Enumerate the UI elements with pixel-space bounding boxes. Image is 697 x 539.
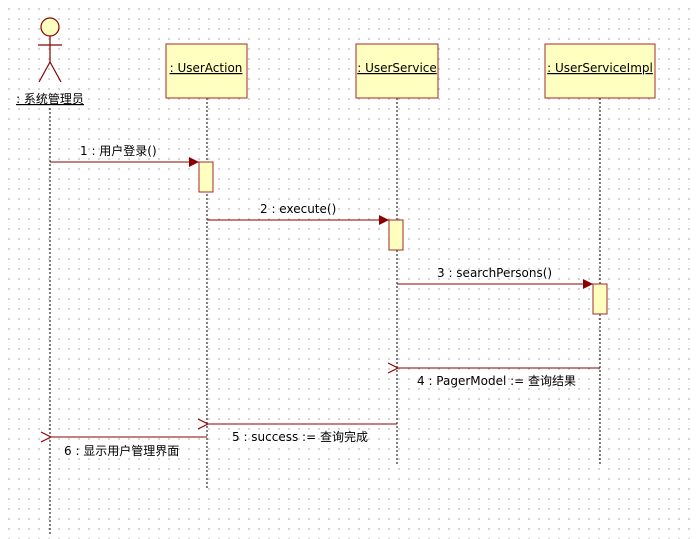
lifeline-box-useraction[interactable]: : UserAction bbox=[165, 43, 248, 99]
message-1[interactable]: 1 : 用户登录() bbox=[50, 143, 199, 167]
message-6[interactable]: 6 : 显示用户管理界面 bbox=[51, 437, 207, 458]
message-6-label: 6 : 显示用户管理界面 bbox=[64, 443, 179, 458]
message-5-label: 5 : success := 查询完成 bbox=[232, 429, 368, 444]
actor-system-admin[interactable]: : 系统管理员 bbox=[16, 17, 84, 106]
lifeline-box-userservice[interactable]: : UserService bbox=[355, 43, 439, 99]
lifeline-label-userservice: : UserService bbox=[357, 61, 437, 75]
lifeline-label-userserviceimpl: : UserServiceImpl bbox=[547, 61, 653, 75]
message-2-label: 2 : execute() bbox=[260, 202, 336, 216]
activation-userserviceimpl bbox=[592, 283, 608, 315]
message-4-label: 4 : PagerModel := 查询结果 bbox=[417, 374, 576, 388]
stick-figure-actor-icon bbox=[38, 17, 62, 83]
message-3[interactable]: 3 : searchPersons() bbox=[397, 266, 593, 289]
lifeline-box-userserviceimpl[interactable]: : UserServiceImpl bbox=[544, 43, 656, 99]
lifeline-label-useraction: : UserAction bbox=[170, 61, 243, 75]
message-1-label: 1 : 用户登录() bbox=[80, 143, 157, 158]
actor-label: : 系统管理员 bbox=[16, 91, 84, 106]
activation-userservice bbox=[388, 219, 404, 251]
message-2[interactable]: 2 : execute() bbox=[207, 202, 389, 225]
message-3-label: 3 : searchPersons() bbox=[437, 266, 552, 280]
message-4[interactable]: 4 : PagerModel := 查询结果 bbox=[398, 368, 600, 388]
activation-useraction bbox=[198, 161, 214, 193]
message-5[interactable]: 5 : success := 查询完成 bbox=[208, 424, 397, 444]
